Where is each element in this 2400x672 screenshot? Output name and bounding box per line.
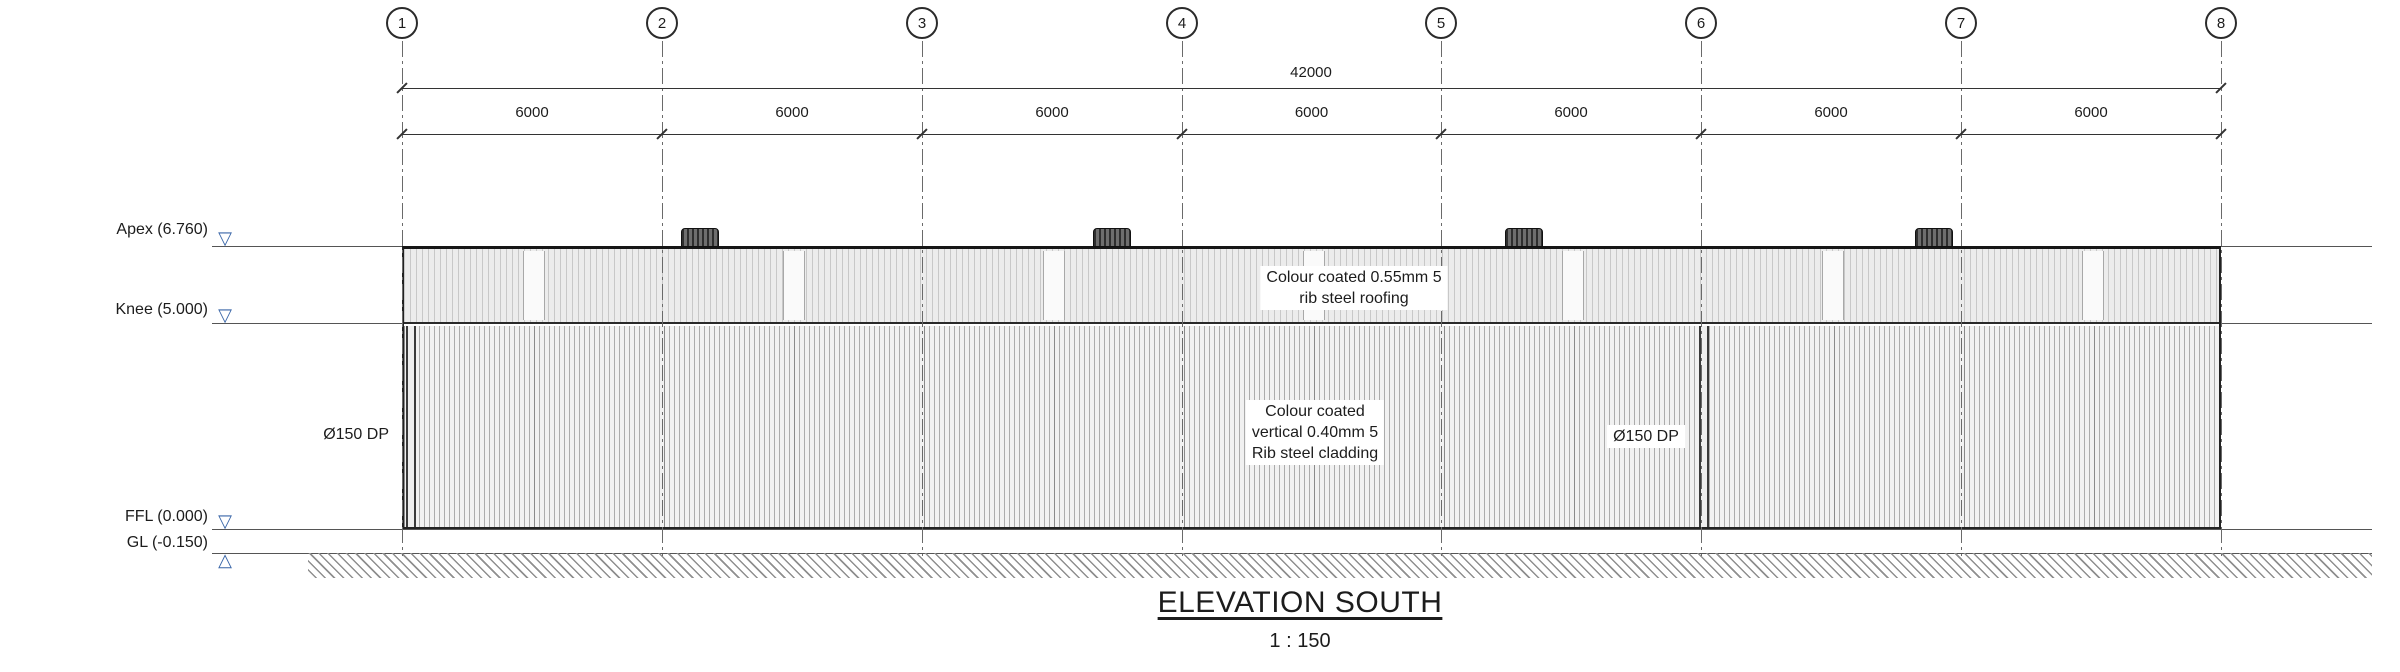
ffl-level-label: FFL (0.000): [8, 508, 208, 526]
roofing-note: Colour coated 0.55mm 5 rib steel roofing: [1260, 266, 1448, 310]
roof-panel-joint: [783, 251, 805, 320]
grid-line-8: [2221, 41, 2222, 556]
roof-panel-joint: [1822, 251, 1844, 320]
bay-dimension-text: 6000: [2070, 104, 2112, 121]
grid-line-1: [402, 41, 403, 556]
downpipe-left: [406, 326, 416, 527]
building-outline: [402, 246, 2221, 529]
roofing-note-line1: Colour coated 0.55mm 5: [1266, 269, 1442, 286]
drawing-title: ELEVATION SOUTH: [1157, 586, 1443, 619]
grid-bubble-8: 8: [2205, 7, 2237, 39]
bay-dimension-line: [402, 134, 2221, 135]
cladding-note-line1: Colour coated: [1265, 403, 1365, 420]
grid-bubble-3: 3: [906, 7, 938, 39]
roof-vent: [1915, 228, 1953, 247]
downpipe-mid: [1699, 326, 1709, 527]
grid-bubble-5: 5: [1425, 7, 1457, 39]
grid-line-3: [922, 41, 923, 556]
overall-dimension-text: 42000: [1286, 64, 1336, 81]
roof-panel-joint: [2082, 251, 2104, 320]
roofing-note-line2: rib steel roofing: [1299, 290, 1409, 307]
gl-level-label: GL (-0.150): [8, 534, 208, 552]
bay-dimension-text: 6000: [511, 104, 553, 121]
roof-vent: [1093, 228, 1131, 247]
downpipe-mid-label: Ø150 DP: [1607, 425, 1685, 448]
bay-dimension-text: 6000: [1550, 104, 1592, 121]
bay-dimension-text: 6000: [1031, 104, 1073, 121]
ffl-level-line: [212, 529, 2372, 530]
grid-line-2: [662, 41, 663, 556]
cladding-note-line2: vertical 0.40mm 5: [1251, 424, 1379, 441]
grid-line-7: [1961, 41, 1962, 556]
roof-panel-joint: [523, 251, 545, 320]
overall-dimension-line: [402, 88, 2221, 89]
roof-panel-joint: [1043, 251, 1065, 320]
bay-dimension-text: 6000: [1290, 104, 1333, 121]
roof-vent: [1505, 228, 1543, 247]
cladding-note: Colour coated vertical 0.40mm 5 Rib stee…: [1245, 400, 1385, 465]
grid-bubble-7: 7: [1945, 7, 1977, 39]
grid-bubble-2: 2: [646, 7, 678, 39]
grid-line-4: [1182, 41, 1183, 556]
bay-dimension-text: 6000: [1810, 104, 1852, 121]
downpipe-left-label: Ø150 DP: [323, 426, 389, 443]
apex-level-marker-down-icon: ▽: [218, 228, 232, 248]
ground-hatch: [308, 553, 2372, 578]
grid-bubble-1: 1: [386, 7, 418, 39]
grid-bubble-6: 6: [1685, 7, 1717, 39]
cladding-note-line3: Rib steel cladding: [1251, 445, 1379, 462]
knee-level-label: Knee (5.000): [8, 301, 208, 319]
roof-vent: [681, 228, 719, 247]
ffl-level-marker-down-icon: ▽: [218, 511, 232, 531]
knee-level-marker-down-icon: ▽: [218, 305, 232, 325]
bay-dimension-text: 6000: [771, 104, 813, 121]
apex-level-label: Apex (6.760): [8, 221, 208, 239]
grid-bubble-4: 4: [1166, 7, 1198, 39]
drawing-scale: 1 : 150: [1269, 630, 1331, 652]
roof-panel-joint: [1562, 251, 1584, 320]
grid-line-6: [1701, 41, 1702, 556]
gl-level-marker-up-icon: △: [218, 550, 232, 570]
